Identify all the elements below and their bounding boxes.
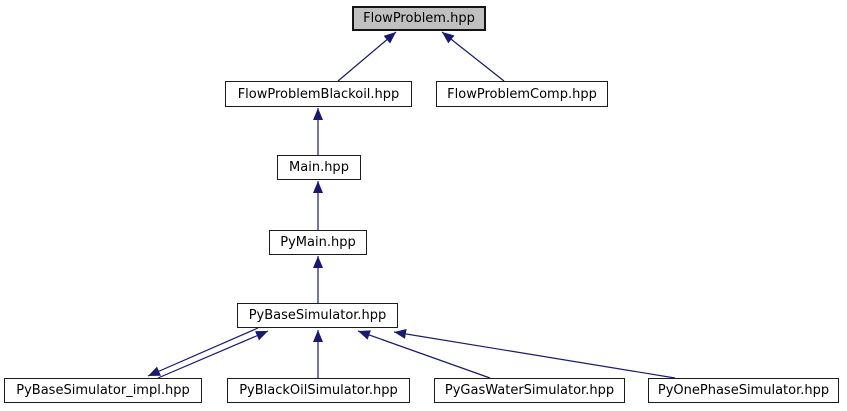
node-pyonephasesimulator-hpp[interactable]: PyOnePhaseSimulator.hpp (648, 378, 839, 403)
node-main-hpp[interactable]: Main.hpp (277, 155, 361, 180)
node-flowproblemcomp-hpp[interactable]: FlowProblemComp.hpp (436, 81, 608, 107)
node-pyblackoilsimulator-hpp[interactable]: PyBlackOilSimulator.hpp (227, 378, 410, 403)
edge-flowproblemcomp-to-flowproblem (441, 31, 505, 82)
node-pymain-hpp[interactable]: PyMain.hpp (269, 230, 367, 255)
node-pybasesimulator-hpp[interactable]: PyBaseSimulator.hpp (237, 303, 398, 328)
node-pygaswatersimulator-hpp[interactable]: PyGasWaterSimulator.hpp (434, 378, 625, 403)
edge-flowproblemblackoil-to-flowproblem (337, 31, 397, 82)
edge-pyonephasesimulator-to-pybasesimulator (393, 329, 676, 379)
edge-pybasesimulator-impl-to-pybasesimulator (157, 330, 269, 379)
edge-pygaswatersimulator-to-pybasesimulator (357, 330, 491, 379)
node-pybasesimulator-impl-hpp[interactable]: PyBaseSimulator_impl.hpp (4, 378, 202, 403)
node-flowproblem-hpp: FlowProblem.hpp (352, 6, 486, 31)
node-flowproblemblackoil-hpp[interactable]: FlowProblemBlackoil.hpp (225, 81, 412, 107)
edge-pybasesimulator-to-pybasesimulator-impl (147, 327, 259, 377)
